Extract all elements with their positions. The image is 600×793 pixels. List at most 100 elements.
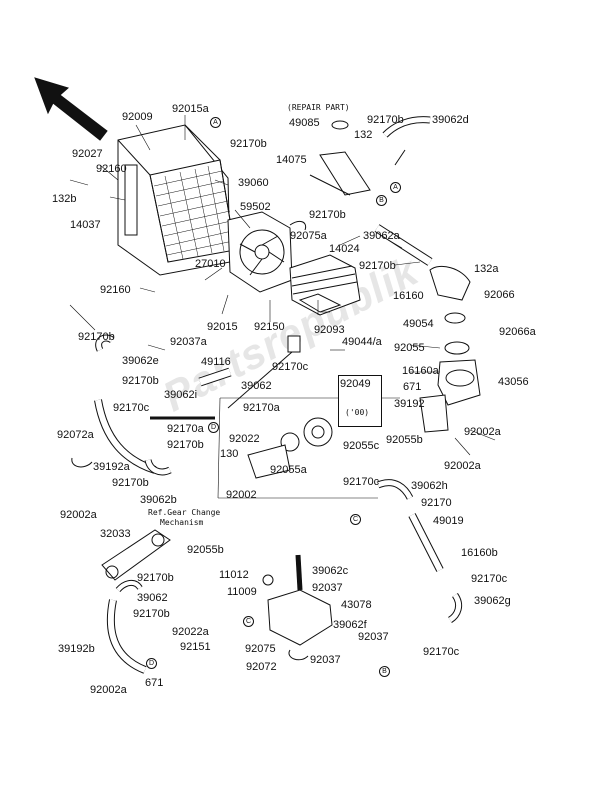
part-label: 92170b (122, 375, 159, 387)
part-label: 92037 (310, 654, 341, 666)
part-label: 92170b (309, 209, 346, 221)
part-label: 92055c (343, 440, 380, 452)
radiator-core (117, 124, 236, 276)
part-label: 39060 (238, 177, 269, 189)
part-label: 32033 (100, 528, 131, 540)
part-label: 132 (354, 129, 373, 141)
part-label: 39062f (333, 619, 367, 631)
part-label: 92170a (167, 423, 204, 435)
part-label: 14024 (329, 243, 360, 255)
part-label: 92072a (57, 429, 94, 441)
part-label: 92055b (386, 434, 423, 446)
part-label: 92037 (358, 631, 389, 643)
ref-gear-change-note: Ref.Gear Change (148, 508, 221, 517)
part-label: 92170b (167, 439, 204, 451)
part-label: 92002a (444, 460, 481, 472)
front-direction-arrow-icon (34, 77, 108, 141)
part-label: 59502 (240, 201, 271, 213)
part-label: 92027 (72, 148, 103, 160)
part-label: 92066 (484, 289, 515, 301)
marker-b: B (379, 666, 390, 677)
part-label: 49085 (289, 117, 320, 129)
part-label: 92093 (314, 324, 345, 336)
marker-b: B (376, 195, 387, 206)
part-label: 92015 (207, 321, 238, 333)
marker-c: C (350, 514, 361, 525)
marker-a: A (390, 182, 401, 193)
part-label: 92002 (226, 489, 257, 501)
part-label: 92055 (394, 342, 425, 354)
part-label: 14075 (276, 154, 307, 166)
marker-c: C (243, 616, 254, 627)
part-label: 39062a (363, 230, 400, 242)
part-label: 11012 (219, 569, 249, 581)
part-label: 92160 (96, 163, 127, 175)
water-pump-cover (262, 554, 333, 661)
part-label: 39062 (241, 380, 272, 392)
part-label: 92170b (112, 477, 149, 489)
thermostat-housing (419, 266, 481, 433)
part-label: 92151 (180, 641, 211, 653)
part-label: 92170b (367, 114, 404, 126)
upper-hoses (309, 116, 433, 266)
part-label: 671 (145, 677, 164, 689)
part-label: 92002a (90, 684, 127, 696)
part-label: 39062d (432, 114, 469, 126)
water-pump (227, 335, 333, 479)
right-lower-hoses (376, 479, 463, 623)
part-label: 92170b (137, 572, 174, 584)
part-label: 39062e (122, 355, 159, 367)
part-label: 16160a (402, 365, 439, 377)
part-label: 43056 (498, 376, 529, 388)
part-label: 92022 (229, 433, 260, 445)
part-label: 16160b (461, 547, 498, 559)
part-label: 92170c (471, 573, 508, 585)
part-label: 39062i (164, 389, 198, 401)
part-label: 92037a (170, 336, 207, 348)
part-label: 132b (52, 193, 77, 205)
part-label: 130 (220, 448, 239, 460)
part-label: 92075 (245, 643, 276, 655)
part-label: 92075a (290, 230, 327, 242)
part-label: 49116 (201, 356, 231, 368)
part-label: 92066a (499, 326, 536, 338)
part-label: 92049 (340, 378, 371, 390)
part-label: 92055b (187, 544, 224, 556)
part-label: 39062c (312, 565, 349, 577)
lower-pipe (101, 529, 171, 674)
part-label: 49054 (403, 318, 434, 330)
part-label: 39062 (137, 592, 168, 604)
part-label: 92002a (464, 426, 501, 438)
part-label: 39062h (411, 480, 448, 492)
part-label: 92055a (270, 464, 307, 476)
part-label: 92160 (100, 284, 131, 296)
part-label: 49019 (433, 515, 464, 527)
part-label: 92170b (133, 608, 170, 620)
part-label: 92170c (423, 646, 460, 658)
part-label: 39062g (474, 595, 511, 607)
part-label: 92170c (343, 476, 380, 488)
part-label: 16160 (393, 290, 424, 302)
part-label: 92170c (113, 402, 150, 414)
part-label: 132a (474, 263, 499, 275)
marker-a: A (210, 117, 221, 128)
part-label: 27010 (195, 258, 226, 270)
marker-d: D (208, 422, 219, 433)
part-label: 92170b (78, 331, 115, 343)
part-label: 39192 (394, 398, 425, 410)
part-label: 92009 (122, 111, 153, 123)
part-label: 14037 (70, 219, 101, 231)
part-label: 39062b (140, 494, 177, 506)
part-label: 92170a (243, 402, 280, 414)
repair-part-note: (REPAIR PART) (287, 103, 350, 112)
part-label: 92022a (172, 626, 209, 638)
part-label: 39192b (58, 643, 95, 655)
part-label: 671 (403, 381, 422, 393)
part-label: 11009 (227, 586, 257, 598)
marker-d: D (146, 658, 157, 669)
part-label: 92170c (272, 361, 309, 373)
ref-gear-mechanism-note: Mechanism (160, 518, 204, 527)
part-label: 92002a (60, 509, 97, 521)
